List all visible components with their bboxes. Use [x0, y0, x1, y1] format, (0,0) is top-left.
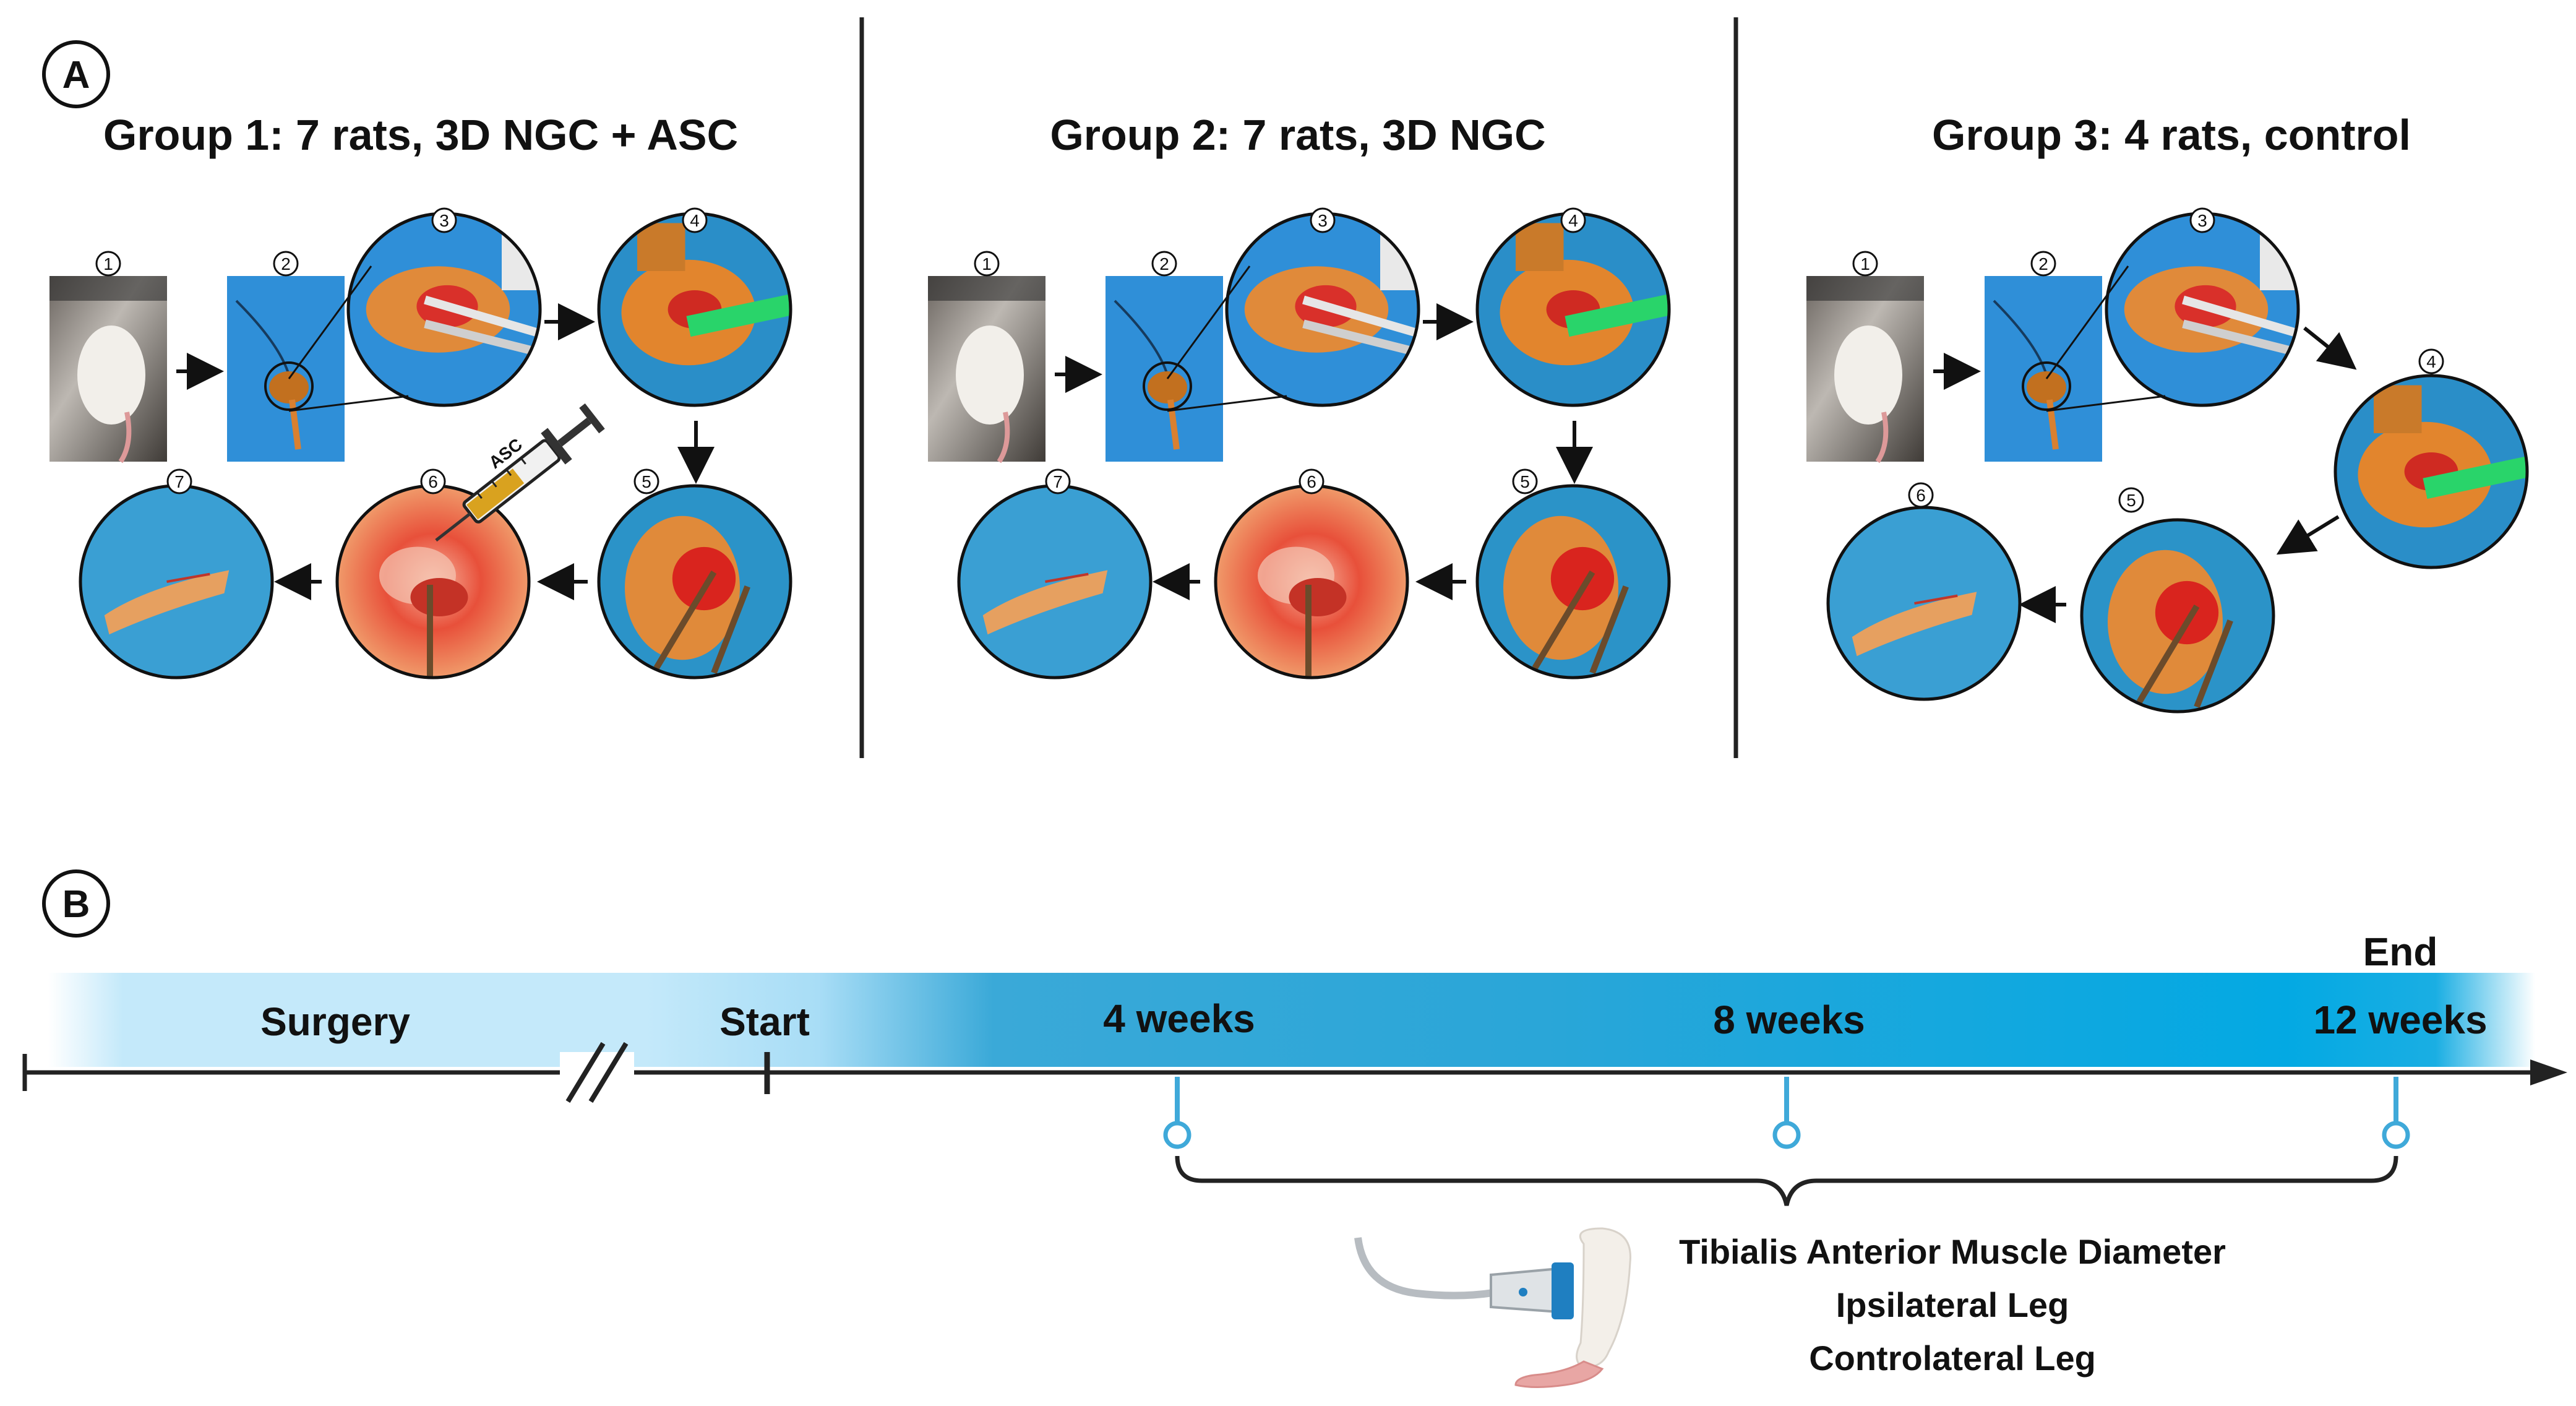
zoom-line — [2045, 265, 2129, 379]
step-number: 5 — [642, 472, 651, 491]
measurement-ipsilateral-leg: Ipsilateral Leg — [1836, 1285, 2069, 1324]
milestone-label-8-weeks: 8 weeks — [1713, 998, 1865, 1042]
milestone-label-12-weeks: 12 weeks — [2313, 998, 2487, 1042]
syringe-icon: ASC — [435, 403, 605, 542]
zoom-line — [1167, 395, 1287, 412]
step-number-badge: 5 — [633, 468, 659, 494]
step-number-badge: 3 — [431, 207, 457, 233]
step-number-badge: 6 — [1908, 482, 1934, 508]
procedure-step-photo — [597, 484, 792, 679]
milestone-marker-12-weeks — [2382, 1077, 2410, 1149]
timeline-break-marks — [560, 1042, 634, 1103]
step-number: 2 — [281, 254, 291, 274]
procedure-step-photo — [957, 484, 1153, 679]
milestone-marker-8-weeks — [1772, 1077, 1801, 1149]
procedure-step-photo — [335, 484, 531, 679]
procedure-step-photo — [49, 276, 167, 464]
procedure-step-photo — [1106, 276, 1223, 462]
step-number-badge: 6 — [420, 468, 446, 494]
step-number: 6 — [1916, 486, 1926, 505]
step-number: 5 — [2126, 491, 2136, 510]
step-number-badge: 6 — [1299, 468, 1324, 494]
step-number-badge: 1 — [1852, 251, 1878, 277]
step-number: 6 — [428, 472, 438, 491]
procedure-step-photo — [227, 276, 345, 462]
group-1-title: Group 1: 7 rats, 3D NGC + ASC — [103, 111, 738, 159]
group-3-workflow: 1 2 3 4 5 6 — [1806, 207, 2529, 714]
group-2-title: Group 2: 7 rats, 3D NGC — [1050, 111, 1545, 159]
procedure-step-photo — [928, 276, 1045, 464]
procedure-step-photo — [1806, 276, 1924, 464]
measurement-controlateral-leg: Controlateral Leg — [1809, 1339, 2096, 1378]
procedure-step-photo — [79, 484, 274, 679]
step-number-badge: 7 — [1045, 468, 1071, 494]
procedure-step-photo — [1985, 276, 2102, 462]
procedure-step-photo — [2080, 518, 2275, 714]
measurement-muscle-diameter: Tibialis Anterior Muscle Diameter — [1679, 1232, 2226, 1271]
procedure-step-photo — [1826, 506, 2022, 701]
step-number-badge: 2 — [2030, 251, 2056, 277]
step-number: 7 — [174, 472, 184, 491]
step-number: 5 — [1520, 472, 1530, 491]
panel-b-badge: B — [42, 869, 110, 938]
step-number: 4 — [1568, 211, 1578, 230]
procedure-step-photo — [346, 212, 542, 407]
zoom-line — [288, 265, 372, 379]
step-number-badge: 5 — [2118, 487, 2144, 513]
measurement-brace — [1175, 1155, 2398, 1206]
step-number: 1 — [982, 254, 992, 274]
step-number: 1 — [103, 254, 113, 274]
step-number: 3 — [2197, 211, 2207, 230]
procedure-step-photo — [597, 212, 792, 407]
procedure-step-photo — [2333, 374, 2529, 569]
step-number: 4 — [2426, 352, 2436, 371]
procedure-step-photo — [1225, 212, 1420, 407]
step-number: 4 — [690, 211, 700, 230]
step-number: 2 — [2038, 254, 2048, 274]
group-3-title: Group 3: 4 rats, control — [1932, 111, 2411, 159]
milestone-marker-4-weeks — [1163, 1077, 1191, 1149]
procedure-step-photo — [1475, 484, 1671, 679]
step-number-badge: 2 — [273, 251, 299, 277]
step-number-badge: 3 — [1310, 207, 1336, 233]
panel-b-label: B — [62, 883, 90, 926]
step-number: 2 — [1159, 254, 1169, 274]
step-number-badge: 7 — [166, 468, 192, 494]
timeline-arrowhead — [2530, 1059, 2567, 1085]
step-number-badge: 4 — [682, 207, 708, 233]
procedure-step-photo — [1475, 212, 1671, 407]
step-number: 1 — [1860, 254, 1870, 274]
step-number-badge: 3 — [2189, 207, 2215, 233]
step-number: 3 — [1318, 211, 1328, 230]
group-1-workflow: 1 2 3 4 5 6 7 — [49, 207, 792, 679]
timeline-end-label: End — [2363, 929, 2438, 974]
zoom-line — [288, 395, 409, 412]
timeline-surgery-label: Surgery — [260, 999, 410, 1044]
step-number-badge: 4 — [1560, 207, 1586, 233]
procedure-step-photo — [1214, 484, 1409, 679]
procedure-step-photo — [2105, 212, 2300, 407]
milestone-label-4-weeks: 4 weeks — [1103, 996, 1255, 1041]
timeline-start-label: Start — [719, 999, 810, 1044]
flow-arrow — [2276, 515, 2340, 555]
step-number-badge: 5 — [1512, 468, 1538, 494]
step-number-badge: 4 — [2418, 348, 2444, 374]
step-number-badge: 2 — [1151, 251, 1177, 277]
ultrasound-probe-icon — [1354, 1237, 1574, 1319]
step-number: 3 — [439, 211, 449, 230]
step-number-badge: 1 — [95, 251, 121, 277]
zoom-line — [2046, 395, 2166, 412]
timeline-band — [48, 973, 2535, 1067]
step-number: 6 — [1307, 472, 1316, 491]
step-number-badge: 1 — [974, 251, 1000, 277]
group-2-workflow: 1 2 3 4 5 6 7 — [928, 207, 1671, 679]
flow-arrow — [2303, 326, 2357, 370]
step-number: 7 — [1053, 472, 1063, 491]
panel-a-badge: A — [42, 40, 110, 108]
zoom-line — [1166, 265, 1251, 379]
rat-leg-icon — [1514, 1227, 1631, 1388]
panel-a-label: A — [62, 54, 90, 97]
